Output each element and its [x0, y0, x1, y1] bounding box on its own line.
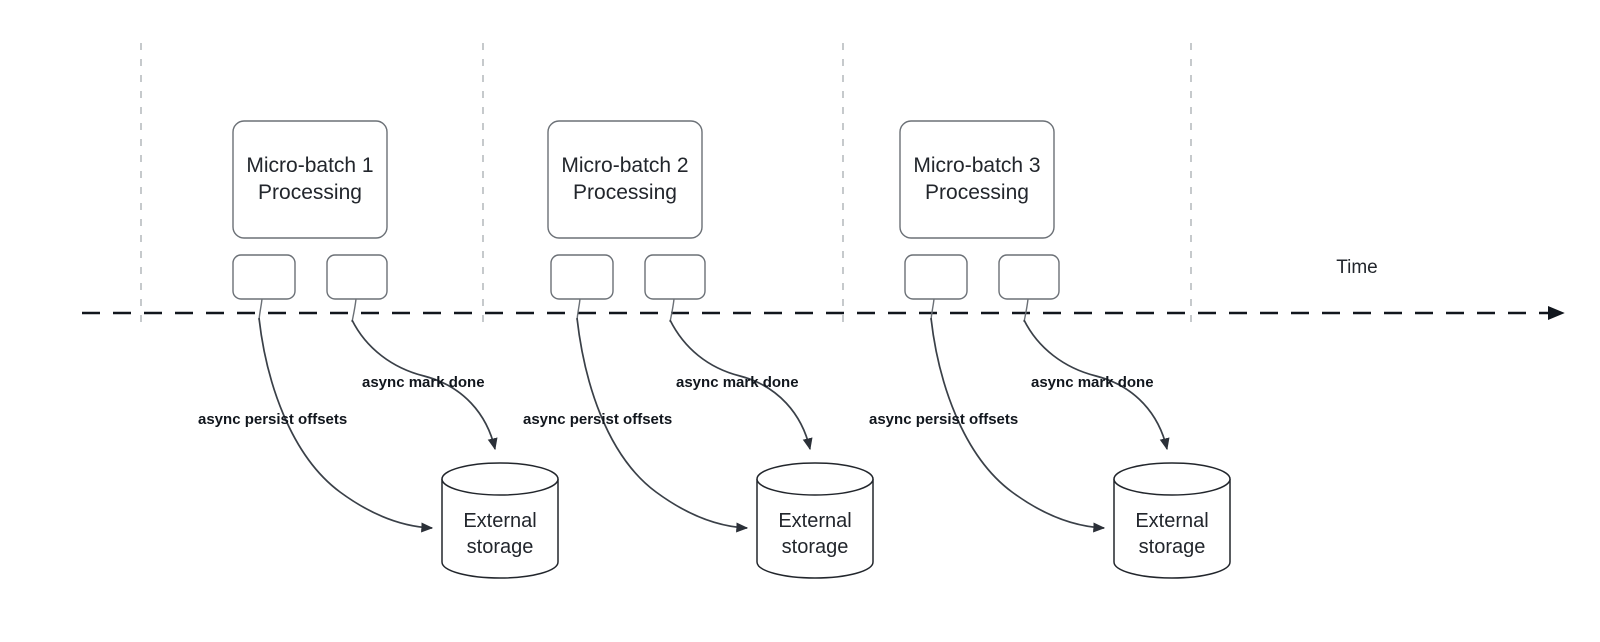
done-marker-stem-3 — [1023, 298, 1029, 323]
persist-marker-box-3[interactable] — [904, 254, 968, 300]
storage-label-2-line2: storage — [782, 536, 849, 558]
micro-batch-group-3: Micro-batch 3 Processing async persist o… — [869, 120, 1231, 579]
process-box-2[interactable] — [547, 120, 703, 239]
mark-done-curve-1 — [351, 319, 498, 451]
done-marker-stem-2 — [669, 298, 675, 323]
process-box-1[interactable] — [232, 120, 388, 239]
process-box-2-line1: Micro-batch 2 — [561, 154, 688, 177]
storage-body-1 — [441, 479, 559, 579]
persist-marker-box-2[interactable] — [550, 254, 614, 300]
micro-batch-group-2: Micro-batch 2 Processing async persist o… — [523, 120, 874, 579]
process-box-3[interactable] — [899, 120, 1055, 239]
storage-label-1-line1: External — [463, 510, 536, 532]
external-storage-cylinder-2[interactable]: External storage — [756, 462, 874, 579]
mark-done-label-2: async mark done — [676, 374, 799, 391]
persist-offsets-curve-2 — [576, 317, 749, 533]
done-marker-box-2[interactable] — [644, 254, 706, 300]
persist-offsets-curve-3 — [930, 317, 1106, 533]
process-box-2-line2: Processing — [573, 181, 677, 204]
persist-offsets-label-1: async persist offsets — [198, 411, 347, 428]
done-marker-box-3[interactable] — [998, 254, 1060, 300]
persist-offsets-label-3: async persist offsets — [869, 411, 1018, 428]
time-axis-label: Time — [1336, 257, 1378, 278]
storage-label-1-line2: storage — [467, 536, 534, 558]
process-box-1-line2: Processing — [258, 181, 362, 204]
storage-label-3-line2: storage — [1139, 536, 1206, 558]
persist-offsets-label-2: async persist offsets — [523, 411, 672, 428]
process-box-3-line2: Processing — [925, 181, 1029, 204]
external-storage-cylinder-3[interactable]: External storage — [1113, 462, 1231, 579]
mark-done-label-1: async mark done — [362, 374, 485, 391]
external-storage-cylinder-1[interactable]: External storage — [441, 462, 559, 579]
persist-offsets-curve-1 — [258, 317, 434, 533]
done-marker-stem-1 — [351, 298, 357, 323]
persist-marker-stem-3 — [930, 298, 935, 321]
process-box-3-line1: Micro-batch 3 — [913, 154, 1040, 177]
storage-top-1 — [441, 462, 559, 496]
process-box-1-line1: Micro-batch 1 — [246, 154, 373, 177]
mark-done-curve-3 — [1023, 319, 1170, 451]
storage-top-2 — [756, 462, 874, 496]
storage-label-3-line1: External — [1135, 510, 1208, 532]
storage-label-2-line1: External — [778, 510, 851, 532]
done-marker-box-1[interactable] — [326, 254, 388, 300]
mark-done-label-3: async mark done — [1031, 374, 1154, 391]
persist-marker-stem-2 — [576, 298, 581, 321]
storage-top-3 — [1113, 462, 1231, 496]
micro-batch-group-1: Micro-batch 1 Processing async persist o… — [198, 120, 559, 579]
persist-marker-box-1[interactable] — [232, 254, 296, 300]
persist-marker-stem-1 — [258, 298, 263, 321]
storage-body-2 — [756, 479, 874, 579]
mark-done-curve-2 — [669, 319, 813, 451]
storage-body-3 — [1113, 479, 1231, 579]
